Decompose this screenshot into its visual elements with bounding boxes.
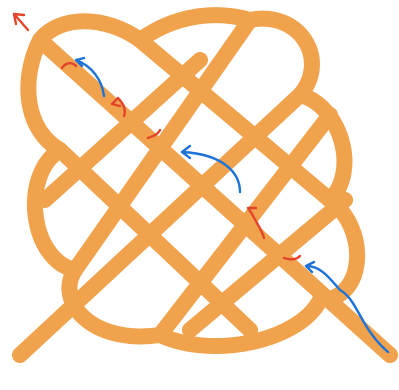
- red-exit-arrow: [14, 14, 28, 30]
